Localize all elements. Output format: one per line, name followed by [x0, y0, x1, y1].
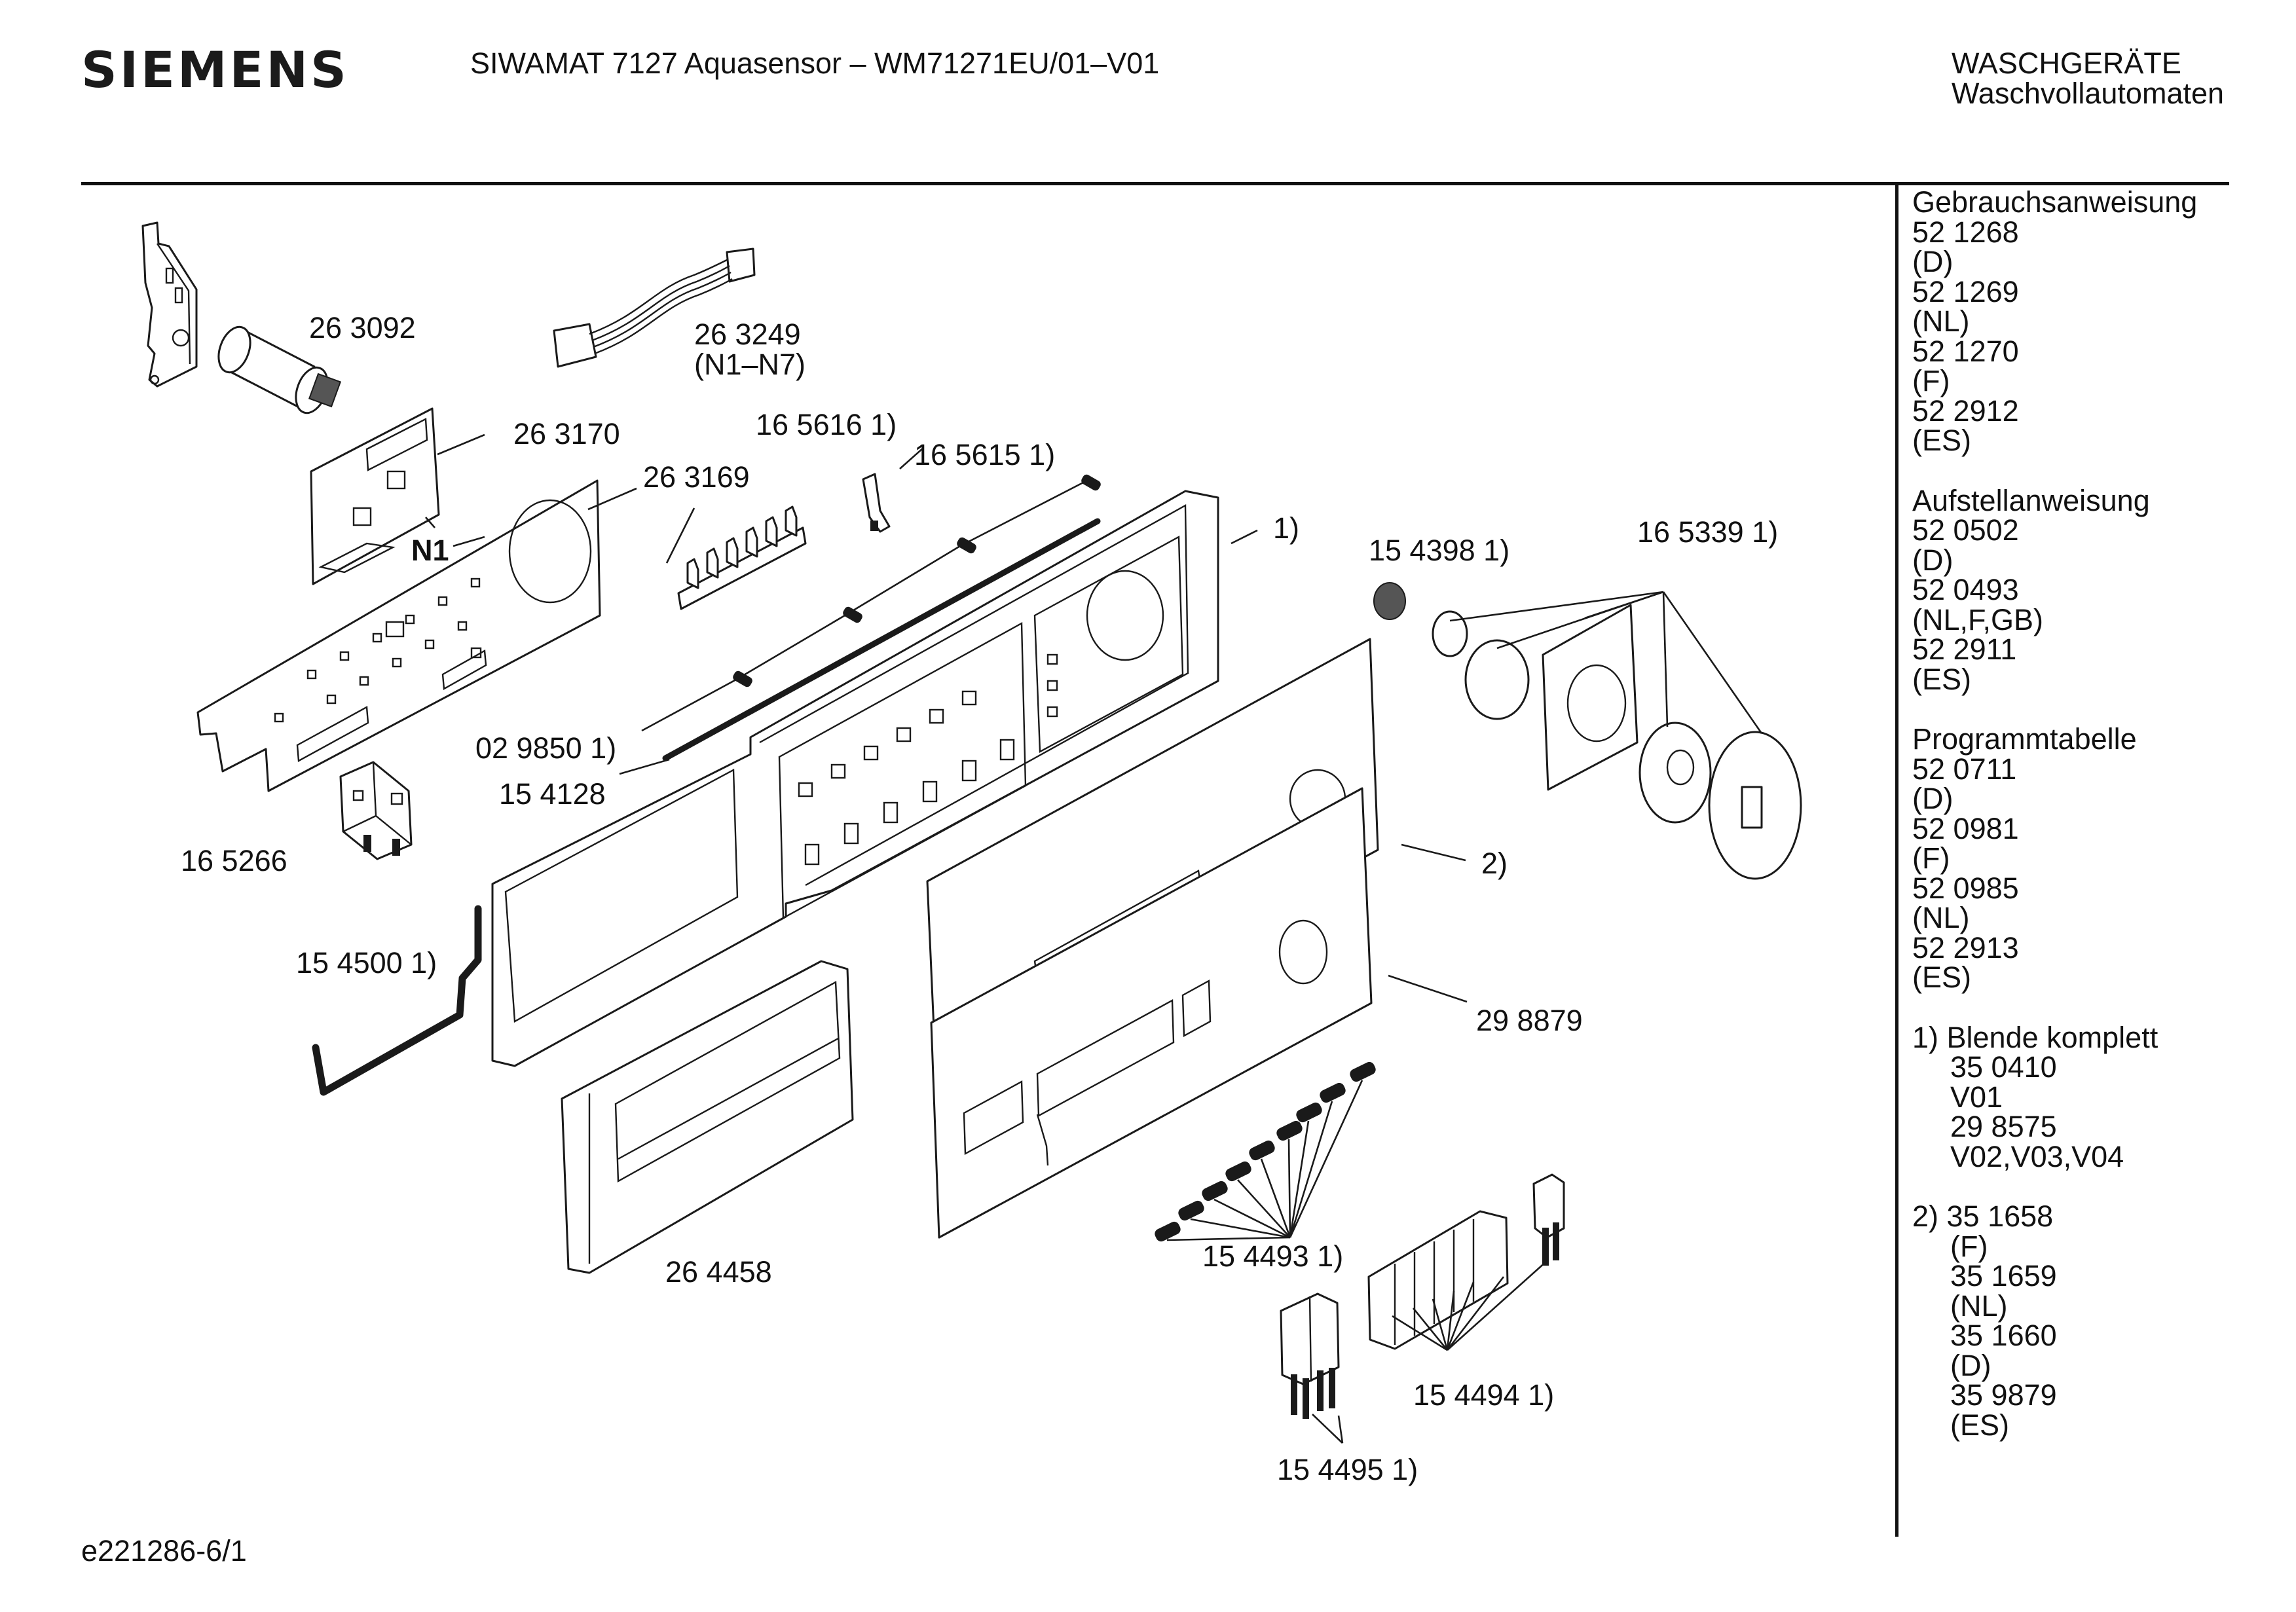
brand-logo: SIEMENS [81, 41, 349, 99]
model-title: SIWAMAT 7127 Aquasensor – WM71271EU/01–V… [470, 46, 1160, 80]
sidebar-line: (ES) [1912, 662, 1971, 696]
sidebar-line: 52 0711 [1912, 752, 2017, 786]
section-blende-komplett: 1) Blende komplett 35 0410 V01 29 8575 V… [1912, 1020, 2197, 1173]
sidebar-line: 52 1269 [1912, 274, 2019, 308]
label-154500: 15 4500 1) [296, 946, 437, 980]
section-aufstellanweisung: Aufstellanweisung 52 0502 (D) 52 0493 (N… [1912, 483, 2197, 696]
label-154494: 15 4494 1) [1413, 1378, 1555, 1412]
sidebar-line: V02,V03,V04 [1950, 1139, 2124, 1173]
label-154495: 15 4495 1) [1277, 1453, 1418, 1486]
label-154493: 15 4493 1) [1202, 1239, 1344, 1273]
knob-assembly [1373, 582, 1802, 880]
label-154128: 15 4128 [499, 777, 606, 811]
contact-strip-part [677, 505, 807, 610]
sidebar-line: (NL,F,GB) [1912, 602, 2044, 636]
label-leaders [425, 433, 1468, 1003]
label-263169: 26 3169 [643, 460, 750, 494]
drawer-cover-part [561, 960, 854, 1274]
sidebar-line: (NL) [1950, 1289, 2008, 1323]
sidebar-line: 52 0985 [1912, 871, 2019, 905]
sidebar-line: Programmtabelle [1912, 722, 2137, 756]
sidebar-line: Gebrauchsanweisung [1912, 185, 2198, 219]
exploded-parts-drawing [141, 221, 1802, 1444]
sidebar-line: (D) [1912, 245, 1953, 278]
document-sidebar: Gebrauchsanweisung 52 1268 (D) 52 1269 (… [1912, 187, 2197, 1440]
sidebar-line: 52 2912 [1912, 394, 2019, 428]
sidebar-line: V01 [1950, 1080, 2003, 1114]
label-note-1: 1) [1273, 511, 1300, 545]
sidebar-line: Aufstellanweisung [1912, 483, 2150, 517]
control-module-board [310, 407, 440, 585]
sidebar-line: (ES) [1950, 1408, 2009, 1442]
main-circuit-board [196, 479, 601, 792]
mounting-bracket [141, 221, 198, 388]
spring-set-part [1155, 1061, 1376, 1242]
sidebar-line: (D) [1912, 543, 1953, 577]
label-n1: N1 [411, 534, 449, 567]
category-line-1: WASCHGERÄTE [1952, 46, 2181, 80]
label-165266: 16 5266 [181, 844, 287, 877]
section-note-2: 2) 35 1658 (F) 35 1659 (NL) 35 1660 (D) … [1912, 1201, 2197, 1440]
section-programmtabelle: Programmtabelle 52 0711 (D) 52 0981 (F) … [1912, 724, 2197, 993]
header-rule [81, 182, 2229, 185]
sidebar-line: (F) [1950, 1229, 1988, 1263]
sidebar-line: (NL) [1912, 304, 1970, 338]
sidebar-line: 35 1660 [1950, 1319, 2057, 1352]
capacitor-part [217, 325, 342, 414]
control-panel-frame [491, 490, 1219, 1067]
label-029850: 02 9850 1) [475, 731, 617, 765]
sidebar-divider [1895, 185, 1898, 1537]
sidebar-line: (NL) [1912, 901, 1970, 934]
sidebar-line: (F) [1912, 364, 1950, 397]
sidebar-line: 52 2913 [1912, 930, 2019, 964]
sidebar-line: 52 2911 [1912, 632, 2017, 666]
sidebar-line: (ES) [1912, 424, 1971, 457]
label-note-2: 2) [1481, 847, 1508, 880]
label-264458: 26 4458 [665, 1255, 772, 1289]
sidebar-line: 52 0981 [1912, 811, 2019, 845]
label-165615: 16 5615 1) [914, 438, 1056, 471]
sidebar-line: (D) [1950, 1348, 1991, 1382]
label-165616: 16 5616 1) [756, 408, 897, 441]
sidebar-line: 52 0502 [1912, 513, 2019, 547]
sidebar-line: 52 1268 [1912, 215, 2019, 249]
sidebar-line: 2) 35 1658 [1912, 1200, 2054, 1233]
switch-part [339, 761, 413, 860]
sidebar-line: 35 0410 [1950, 1050, 2057, 1084]
sidebar-line: 52 0493 [1912, 573, 2019, 606]
sidebar-line: 35 9879 [1950, 1378, 2057, 1412]
sidebar-line: 29 8575 [1950, 1110, 2057, 1143]
sidebar-line: 35 1659 [1950, 1259, 2057, 1292]
small-springs [641, 474, 1101, 732]
label-165339: 16 5339 1) [1637, 515, 1779, 549]
light-guide-rod [662, 518, 1101, 761]
sidebar-line: (F) [1912, 841, 1950, 875]
clip-part [862, 473, 891, 533]
section-gebrauchsanweisung: Gebrauchsanweisung 52 1268 (D) 52 1269 (… [1912, 187, 2197, 456]
label-263170: 26 3170 [513, 417, 620, 450]
sidebar-line: 52 1270 [1912, 334, 2019, 368]
sidebar-line: (ES) [1912, 961, 1971, 994]
sidebar-line: 1) Blende komplett [1912, 1020, 2158, 1054]
category-line-2: Waschvollautomaten [1952, 77, 2225, 110]
drain-rod-part [312, 905, 482, 1096]
label-154398: 15 4398 1) [1369, 534, 1510, 567]
label-263249-sub: (N1–N7) [694, 348, 806, 381]
panel-overlay-part [930, 787, 1373, 1239]
sidebar-line: (D) [1912, 782, 1953, 815]
key-caps-part [1280, 1173, 1565, 1444]
label-263249: 26 3249 [694, 318, 801, 351]
ribbon-cable-part [553, 247, 756, 368]
label-263092: 26 3092 [309, 311, 416, 344]
drawing-id: e221286-6/1 [81, 1534, 247, 1567]
label-298879: 29 8879 [1476, 1004, 1583, 1037]
